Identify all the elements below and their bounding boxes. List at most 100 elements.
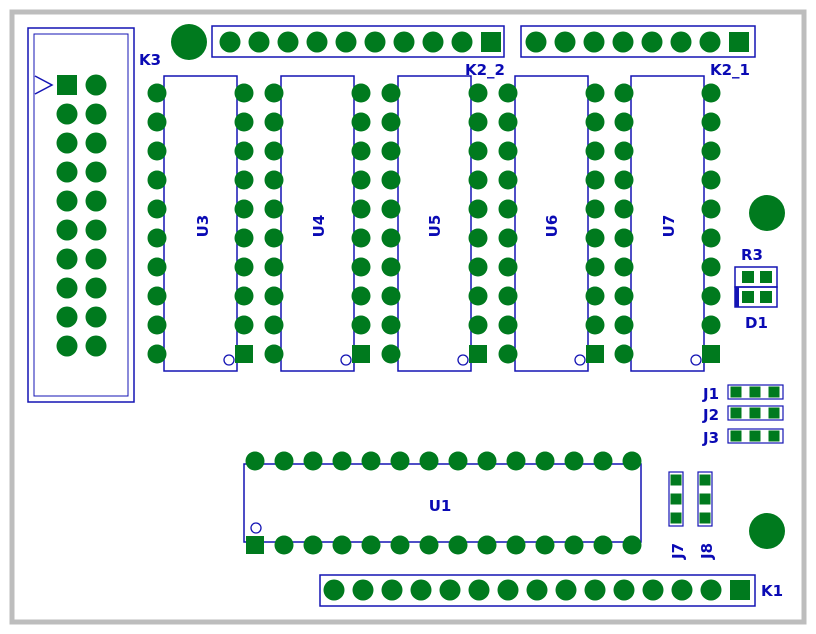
pad-round [526, 579, 548, 601]
pad-round [234, 141, 254, 161]
pad-round [234, 286, 254, 306]
pad-round [264, 170, 284, 190]
pad-round [56, 219, 78, 241]
pad-round [701, 199, 721, 219]
pad-round [614, 141, 634, 161]
pad-round [264, 112, 284, 132]
pad-round [147, 199, 167, 219]
pad-round [361, 451, 381, 471]
pad-round [85, 190, 107, 212]
pad-round [622, 535, 642, 555]
pad-round [303, 535, 323, 555]
pad-round [147, 286, 167, 306]
pin1-marker [690, 354, 702, 366]
ic-u1 [243, 451, 642, 555]
pad-round [147, 228, 167, 248]
pad-round [381, 579, 403, 601]
pad-round [701, 257, 721, 277]
pad-round [554, 31, 576, 53]
pad-round [583, 31, 605, 53]
pad-round [468, 112, 488, 132]
pad-round [56, 103, 78, 125]
pad-round [381, 344, 401, 364]
pad-round [332, 535, 352, 555]
pad-round [234, 315, 254, 335]
pad-round [498, 141, 518, 161]
pad-round [147, 344, 167, 364]
pad-round [701, 228, 721, 248]
label-j3: J3 [702, 429, 719, 447]
pad-round [498, 257, 518, 277]
pad-round [585, 199, 605, 219]
pad-round [381, 257, 401, 277]
pad-round [351, 141, 371, 161]
pad-square [699, 474, 711, 486]
pad-round [614, 170, 634, 190]
pad-round [264, 257, 284, 277]
mounting-hole [749, 195, 785, 231]
pad-round [393, 31, 415, 53]
jumper-j7 [668, 471, 684, 527]
pad-round [498, 170, 518, 190]
pad-round [351, 199, 371, 219]
pad-round [535, 451, 555, 471]
pad-round [245, 451, 265, 471]
pad-round [85, 132, 107, 154]
pad-round [477, 451, 497, 471]
pad-round [332, 451, 352, 471]
pad-round [351, 170, 371, 190]
ic-u6 [498, 75, 605, 372]
pad-round [264, 286, 284, 306]
pad-round [381, 228, 401, 248]
pad-round [614, 257, 634, 277]
pad-round [498, 112, 518, 132]
label-u3: U3 [194, 215, 212, 238]
connector-k2-2 [211, 25, 505, 58]
pad-round [448, 451, 468, 471]
pad-round [614, 286, 634, 306]
pad-round [419, 535, 439, 555]
pad-round [248, 31, 270, 53]
pad-round [612, 31, 634, 53]
jumper-outline [727, 428, 784, 444]
label-d1: D1 [745, 314, 768, 332]
pad-round [585, 315, 605, 335]
board-frame [9, 9, 807, 625]
pad-square [670, 512, 682, 524]
pad-square [670, 474, 682, 486]
pad-round [85, 161, 107, 183]
mounting-hole [749, 513, 785, 549]
pad-round [477, 535, 497, 555]
pad-square [768, 386, 780, 398]
pad-round [147, 112, 167, 132]
pin1-marker [574, 354, 586, 366]
pad-round [535, 535, 555, 555]
pad-round [593, 451, 613, 471]
jumper-j2 [727, 405, 784, 421]
pad-round [234, 228, 254, 248]
pad-round [614, 344, 634, 364]
ic-body [397, 75, 472, 372]
ic-u7 [614, 75, 721, 372]
pad-round [614, 112, 634, 132]
pad-square [586, 345, 604, 363]
pad-round [585, 286, 605, 306]
pad-round [564, 535, 584, 555]
pad-round [468, 83, 488, 103]
pad-round [85, 103, 107, 125]
pad-round [147, 315, 167, 335]
pad-round [352, 579, 374, 601]
mounting-hole [171, 24, 207, 60]
pad-round [585, 83, 605, 103]
pad-square [670, 493, 682, 505]
pad-round [234, 83, 254, 103]
pad-round [351, 83, 371, 103]
pad-round [468, 286, 488, 306]
pad-round [277, 31, 299, 53]
label-k1: K1 [761, 582, 783, 600]
pad-square [481, 32, 501, 52]
label-r3: R3 [741, 246, 763, 264]
pad-square [699, 493, 711, 505]
pad-round [381, 112, 401, 132]
